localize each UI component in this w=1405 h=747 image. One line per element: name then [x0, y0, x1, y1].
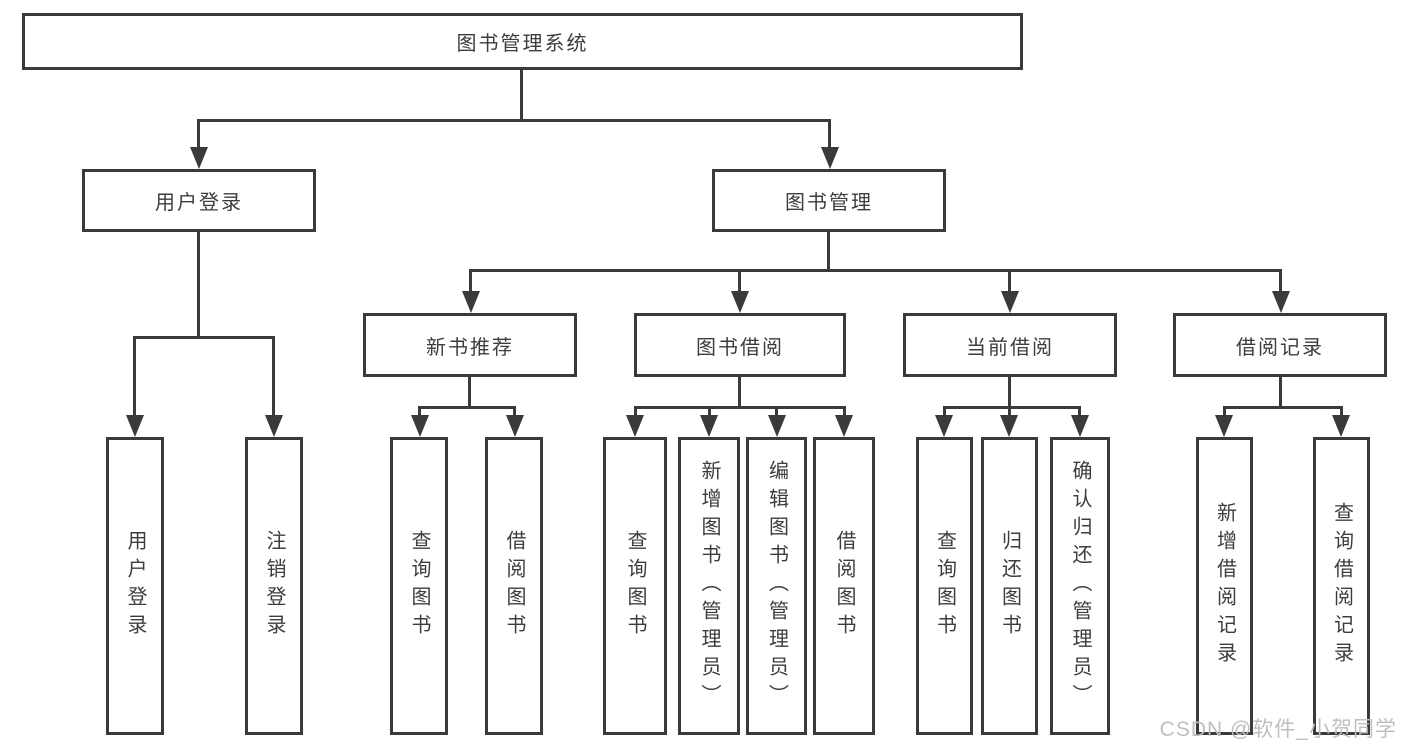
- connector-newbook-stem: [468, 377, 471, 406]
- leaf-user-login-label: 用户登录: [124, 530, 146, 642]
- arrowhead-leaf-user-login: [126, 415, 144, 437]
- connector-mgmt-stem: [827, 232, 830, 270]
- csdn-watermark: CSDN @软件_小贺同学: [1159, 718, 1397, 741]
- node-borrow-record: 借阅记录: [1173, 313, 1387, 377]
- leaf-current-query-label: 查询图书: [933, 530, 956, 642]
- leaf-user-login: 用户登录: [106, 437, 164, 735]
- node-current-borrow-label: 当前借阅: [966, 336, 1054, 359]
- connector-to-leaf-bb2: [708, 406, 711, 415]
- node-root: 图书管理系统: [22, 13, 1023, 70]
- connector-root-crossbar: [197, 119, 831, 122]
- connector-record-crossbar: [1223, 406, 1342, 409]
- node-borrow-record-label: 借阅记录: [1236, 336, 1324, 359]
- connector-login-crossbar: [133, 336, 275, 339]
- leaf-newbook-borrow-label: 借阅图书: [503, 530, 525, 642]
- leaf-borrow-add-admin-label: 新增图书（管理员）: [698, 460, 720, 712]
- arrowhead-leaf-bb2: [700, 415, 718, 437]
- leaf-current-confirm-admin-label: 确认归还（管理员）: [1069, 460, 1091, 712]
- node-book-borrow-label: 图书借阅: [696, 336, 784, 359]
- leaf-newbook-borrow: 借阅图书: [485, 437, 543, 735]
- leaf-newbook-query-label: 查询图书: [408, 530, 430, 642]
- connector-to-leaf-br2: [1340, 406, 1343, 415]
- arrowhead-leaf-cb3: [1071, 415, 1089, 437]
- arrowhead-leaf-br2: [1332, 415, 1350, 437]
- arrowhead-leaf-logout: [265, 415, 283, 437]
- connector-newbook-crossbar: [418, 406, 516, 409]
- connector-to-leaf-cb2: [1008, 406, 1011, 415]
- connector-to-leaf-bb4: [843, 406, 846, 415]
- leaf-borrow-edit-admin-label: 编辑图书（管理员）: [765, 460, 788, 712]
- arrowhead-book-management: [821, 147, 839, 169]
- leaf-current-query: 查询图书: [916, 437, 973, 735]
- connector-login-stem: [197, 232, 200, 336]
- leaf-logout: 注销登录: [245, 437, 303, 735]
- connector-borrow-stem: [738, 377, 741, 406]
- leaf-current-confirm-admin: 确认归还（管理员）: [1050, 437, 1110, 735]
- connector-current-stem: [1008, 377, 1011, 406]
- node-new-book-recommend: 新书推荐: [363, 313, 577, 377]
- leaf-current-return: 归还图书: [981, 437, 1038, 735]
- leaf-current-return-label: 归还图书: [998, 530, 1021, 642]
- connector-to-book-borrow: [738, 269, 741, 291]
- leaf-newbook-query: 查询图书: [390, 437, 448, 735]
- node-book-borrow: 图书借阅: [634, 313, 846, 377]
- connector-record-stem: [1279, 377, 1282, 406]
- leaf-borrow-query-label: 查询图书: [624, 530, 646, 642]
- leaf-borrow-add-admin: 新增图书（管理员）: [678, 437, 740, 735]
- leaf-record-query-label: 查询借阅记录: [1330, 502, 1353, 670]
- connector-to-leaf-cb3: [1078, 406, 1081, 415]
- arrowhead-user-login: [190, 147, 208, 169]
- arrowhead-leaf-bb4: [835, 415, 853, 437]
- connector-to-current-borrow: [1008, 269, 1011, 291]
- connector-to-new-book: [469, 269, 472, 291]
- connector-to-leaf-cb1: [943, 406, 946, 415]
- leaf-borrow-query: 查询图书: [603, 437, 667, 735]
- connector-borrow-crossbar: [634, 406, 845, 409]
- leaf-record-add-label: 新增借阅记录: [1213, 502, 1236, 670]
- connector-to-leaf-bb1: [634, 406, 637, 415]
- arrowhead-leaf-bb3: [768, 415, 786, 437]
- connector-mgmt-crossbar: [469, 269, 1282, 272]
- connector-to-user-login: [197, 119, 200, 147]
- connector-to-leaf-br1: [1223, 406, 1226, 415]
- arrowhead-current-borrow: [1001, 291, 1019, 313]
- arrowhead-leaf-nb1: [411, 415, 429, 437]
- node-current-borrow: 当前借阅: [903, 313, 1117, 377]
- connector-to-leaf-logout: [272, 336, 275, 415]
- arrowhead-borrow-record: [1272, 291, 1290, 313]
- arrowhead-leaf-nb2: [506, 415, 524, 437]
- connector-to-leaf-nb1: [418, 406, 421, 415]
- arrowhead-leaf-cb2: [1000, 415, 1018, 437]
- leaf-borrow-book: 借阅图书: [813, 437, 875, 735]
- node-book-management: 图书管理: [712, 169, 946, 232]
- connector-current-crossbar: [944, 406, 1081, 409]
- leaf-record-query: 查询借阅记录: [1313, 437, 1370, 735]
- node-book-management-label: 图书管理: [785, 192, 873, 214]
- node-new-book-recommend-label: 新书推荐: [426, 336, 514, 359]
- arrowhead-leaf-cb1: [935, 415, 953, 437]
- connector-to-leaf-user-login: [133, 336, 136, 415]
- arrowhead-leaf-bb1: [626, 415, 644, 437]
- connector-to-leaf-nb2: [513, 406, 516, 415]
- node-root-label: 图书管理系统: [456, 33, 589, 55]
- connector-root-stem: [520, 70, 523, 119]
- connector-to-leaf-bb3: [775, 406, 778, 415]
- connector-to-borrow-record: [1279, 269, 1282, 291]
- node-user-login-label: 用户登录: [155, 192, 243, 214]
- node-user-login: 用户登录: [82, 169, 316, 232]
- arrowhead-new-book: [462, 291, 480, 313]
- leaf-borrow-book-label: 借阅图书: [833, 530, 855, 642]
- leaf-record-add: 新增借阅记录: [1196, 437, 1253, 735]
- arrowhead-book-borrow: [731, 291, 749, 313]
- arrowhead-leaf-br1: [1215, 415, 1233, 437]
- leaf-borrow-edit-admin: 编辑图书（管理员）: [746, 437, 807, 735]
- leaf-logout-label: 注销登录: [263, 530, 285, 642]
- connector-to-book-management: [828, 119, 831, 147]
